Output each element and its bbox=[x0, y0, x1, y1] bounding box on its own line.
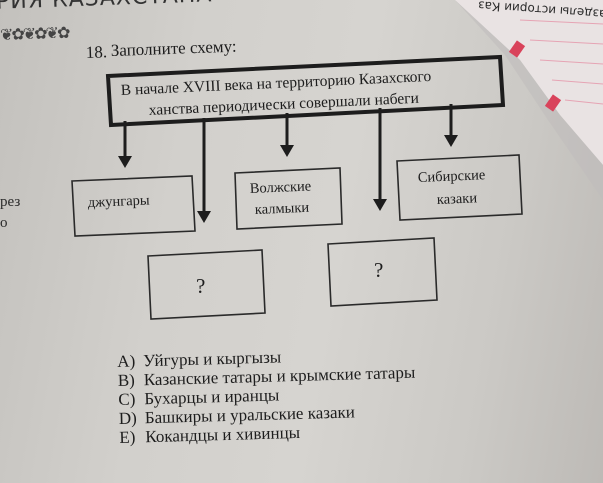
answer-letter: E) bbox=[119, 427, 136, 447]
answer-letter: C) bbox=[118, 389, 136, 409]
left-margin-fragment: о bbox=[0, 215, 8, 231]
left-margin-fragment: рез bbox=[0, 194, 21, 210]
blank-box-1-mark: ? bbox=[196, 274, 205, 298]
blank-box-2-mark: ? bbox=[374, 258, 383, 282]
siberian-cossacks-box bbox=[396, 154, 523, 221]
siberian-cossacks-label-1: Сибирские bbox=[417, 167, 485, 186]
question-prompt: Заполните схему: bbox=[110, 37, 236, 60]
volga-kalmyks-label-1: Волжские bbox=[249, 178, 311, 197]
volga-kalmyks-box bbox=[234, 167, 343, 230]
answer-letter: B) bbox=[117, 370, 136, 390]
arrow bbox=[197, 118, 211, 223]
volga-kalmyks-label-2: калмыки bbox=[254, 200, 309, 218]
arrow bbox=[280, 113, 294, 157]
answer-options: A)Уйгуры и кыргызы B)Казанские татары и … bbox=[117, 344, 417, 447]
arrow bbox=[118, 121, 132, 168]
answer-letter: A) bbox=[117, 351, 136, 371]
question-number: 18. bbox=[85, 42, 107, 62]
answer-letter: D) bbox=[118, 408, 138, 428]
arrow bbox=[373, 108, 387, 211]
dzhungary-box bbox=[71, 175, 196, 237]
blank-box-2 bbox=[327, 237, 438, 307]
dzhungary-label: джунгары bbox=[87, 192, 150, 211]
siberian-cossacks-label-2: казаки bbox=[436, 190, 477, 208]
arrow bbox=[444, 104, 458, 147]
blank-box-1 bbox=[147, 249, 266, 320]
